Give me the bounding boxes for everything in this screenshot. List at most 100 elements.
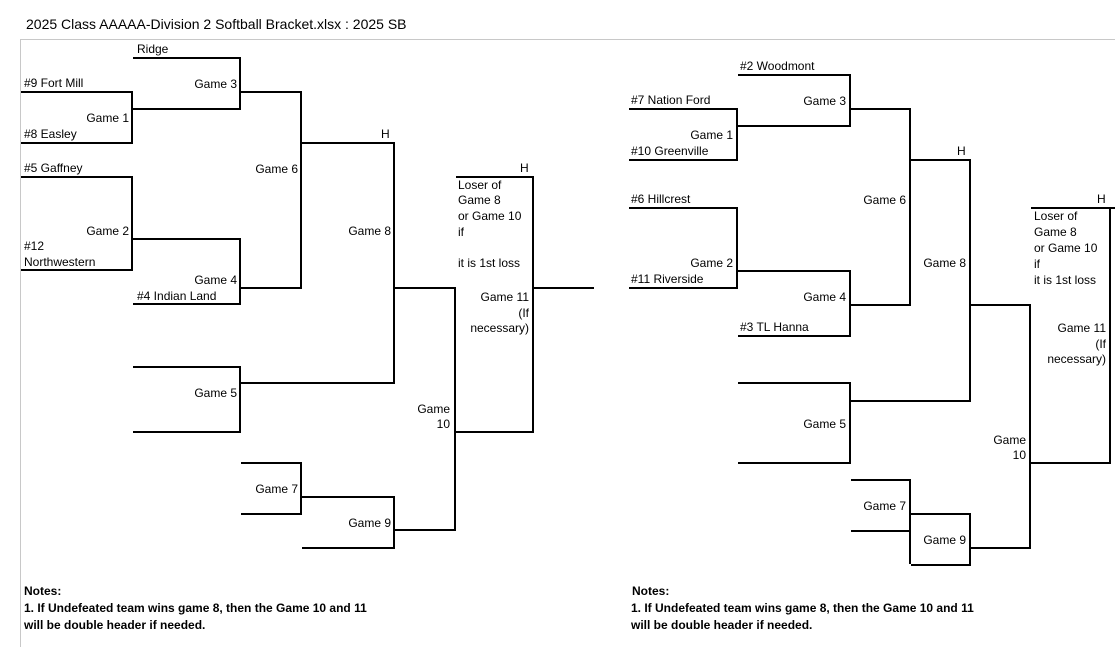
bracket-line xyxy=(849,382,851,464)
bracket-line xyxy=(393,142,395,384)
game-10-label: Game xyxy=(417,402,450,416)
bracket-line xyxy=(851,400,971,402)
bracket-line xyxy=(532,176,534,432)
loser-note-line: if xyxy=(1034,257,1040,271)
bracket-line xyxy=(851,108,911,110)
bracket-line xyxy=(454,287,456,530)
bracket-line xyxy=(133,238,241,240)
bracket-line xyxy=(849,74,851,126)
game-1-label: Game 1 xyxy=(86,111,129,125)
bracket-line xyxy=(131,176,133,270)
bracket-line xyxy=(131,91,133,143)
bracket-line xyxy=(909,108,911,305)
bracket-line xyxy=(629,287,738,289)
sheet-top-border xyxy=(20,39,1115,40)
bracket-line xyxy=(133,108,241,110)
game-3-label: Game 3 xyxy=(194,77,237,91)
bracket-line xyxy=(969,159,971,401)
game-6-label: Game 6 xyxy=(863,193,906,207)
home-marker: H xyxy=(381,127,390,141)
bracket-line xyxy=(738,270,851,272)
game-7-label: Game 7 xyxy=(255,482,298,496)
game-10-label: Game xyxy=(993,433,1026,447)
bracket-line xyxy=(971,304,1031,306)
bracket-line xyxy=(738,335,851,337)
team-northwestern-seed: #12 xyxy=(24,239,45,253)
loser-note-line: or Game 10 xyxy=(1034,241,1098,255)
bracket-line xyxy=(911,159,971,161)
bracket-line xyxy=(21,176,133,178)
bracket-line xyxy=(133,431,241,433)
loser-note-line: Game 8 xyxy=(1034,225,1077,239)
game-7-label: Game 7 xyxy=(863,499,906,513)
bracket-line xyxy=(239,366,241,432)
game-11-if: (If xyxy=(518,306,529,320)
bracket-line xyxy=(738,462,851,464)
team-fort-mill: #9 Fort Mill xyxy=(24,76,84,90)
team-easley: #8 Easley xyxy=(24,127,77,141)
game-2-label: Game 2 xyxy=(690,256,733,270)
loser-note-line: if xyxy=(458,225,464,239)
bracket-line xyxy=(133,366,241,368)
bracket-line xyxy=(456,176,534,178)
team-greenville: #10 Greenville xyxy=(631,144,709,158)
notes-title: Notes: xyxy=(24,584,62,598)
sheet-left-border xyxy=(20,39,21,647)
bracket-line xyxy=(133,303,241,305)
loser-note-line: Loser of xyxy=(458,178,502,192)
game-11-label: Game 11 xyxy=(1057,321,1106,335)
bracket-line xyxy=(21,142,133,144)
bracket-line xyxy=(302,547,395,549)
notes-title: Notes: xyxy=(632,584,670,598)
game-8-label: Game 8 xyxy=(348,224,391,238)
bracket-line xyxy=(851,479,911,481)
game-10-number: 10 xyxy=(436,417,450,431)
team-woodmont: #2 Woodmont xyxy=(740,59,815,73)
team-northwestern: Northwestern xyxy=(24,255,96,269)
bracket-line xyxy=(1031,207,1115,209)
team-nation-ford: #7 Nation Ford xyxy=(631,93,711,107)
game-9-label: Game 9 xyxy=(923,533,966,547)
loser-note-line: it is 1st loss xyxy=(458,256,521,270)
bracket-line xyxy=(300,462,302,514)
window-title: 2025 Class AAAAA-Division 2 Softball Bra… xyxy=(26,16,407,32)
team-hillcrest: #6 Hillcrest xyxy=(631,192,691,206)
bracket-line xyxy=(21,91,133,93)
bracket-line xyxy=(395,529,456,531)
loser-note-line: or Game 10 xyxy=(458,209,522,223)
team-tl-hanna: #3 TL Hanna xyxy=(740,320,809,334)
bracket-line xyxy=(456,431,534,433)
home-marker: H xyxy=(957,144,966,158)
bracket-line xyxy=(241,382,395,384)
bracket-line xyxy=(738,74,851,76)
bracket-line xyxy=(736,108,738,160)
bracket-line xyxy=(911,564,971,566)
bracket-line xyxy=(239,57,241,110)
bracket-line xyxy=(302,496,395,498)
bracket-line xyxy=(133,57,241,59)
bracket-line xyxy=(534,287,594,289)
bracket-line xyxy=(738,125,851,127)
game-9-label: Game 9 xyxy=(348,516,391,530)
game-4-label: Game 4 xyxy=(803,290,846,304)
bracket-line xyxy=(738,382,851,384)
bracket-line xyxy=(241,91,302,93)
bracket-line xyxy=(629,159,738,161)
bracket-line xyxy=(393,496,395,548)
bracket-line xyxy=(851,304,911,306)
notes-line-2: will be double header if needed. xyxy=(631,618,813,632)
game-10-number: 10 xyxy=(1012,448,1026,462)
bracket-line xyxy=(241,287,302,289)
game-5-label: Game 5 xyxy=(803,417,846,431)
bracket-line xyxy=(629,207,738,209)
game-11-necessary: necessary) xyxy=(1047,352,1106,366)
bracket-line xyxy=(1031,462,1111,464)
game-6-label: Game 6 xyxy=(255,162,298,176)
notes-line-1: 1. If Undefeated team wins game 8, then … xyxy=(631,601,974,615)
home-marker: H xyxy=(520,161,529,175)
bracket-line xyxy=(971,547,1031,549)
notes-line-1: 1. If Undefeated team wins game 8, then … xyxy=(24,601,367,615)
game-1-label: Game 1 xyxy=(690,128,733,142)
